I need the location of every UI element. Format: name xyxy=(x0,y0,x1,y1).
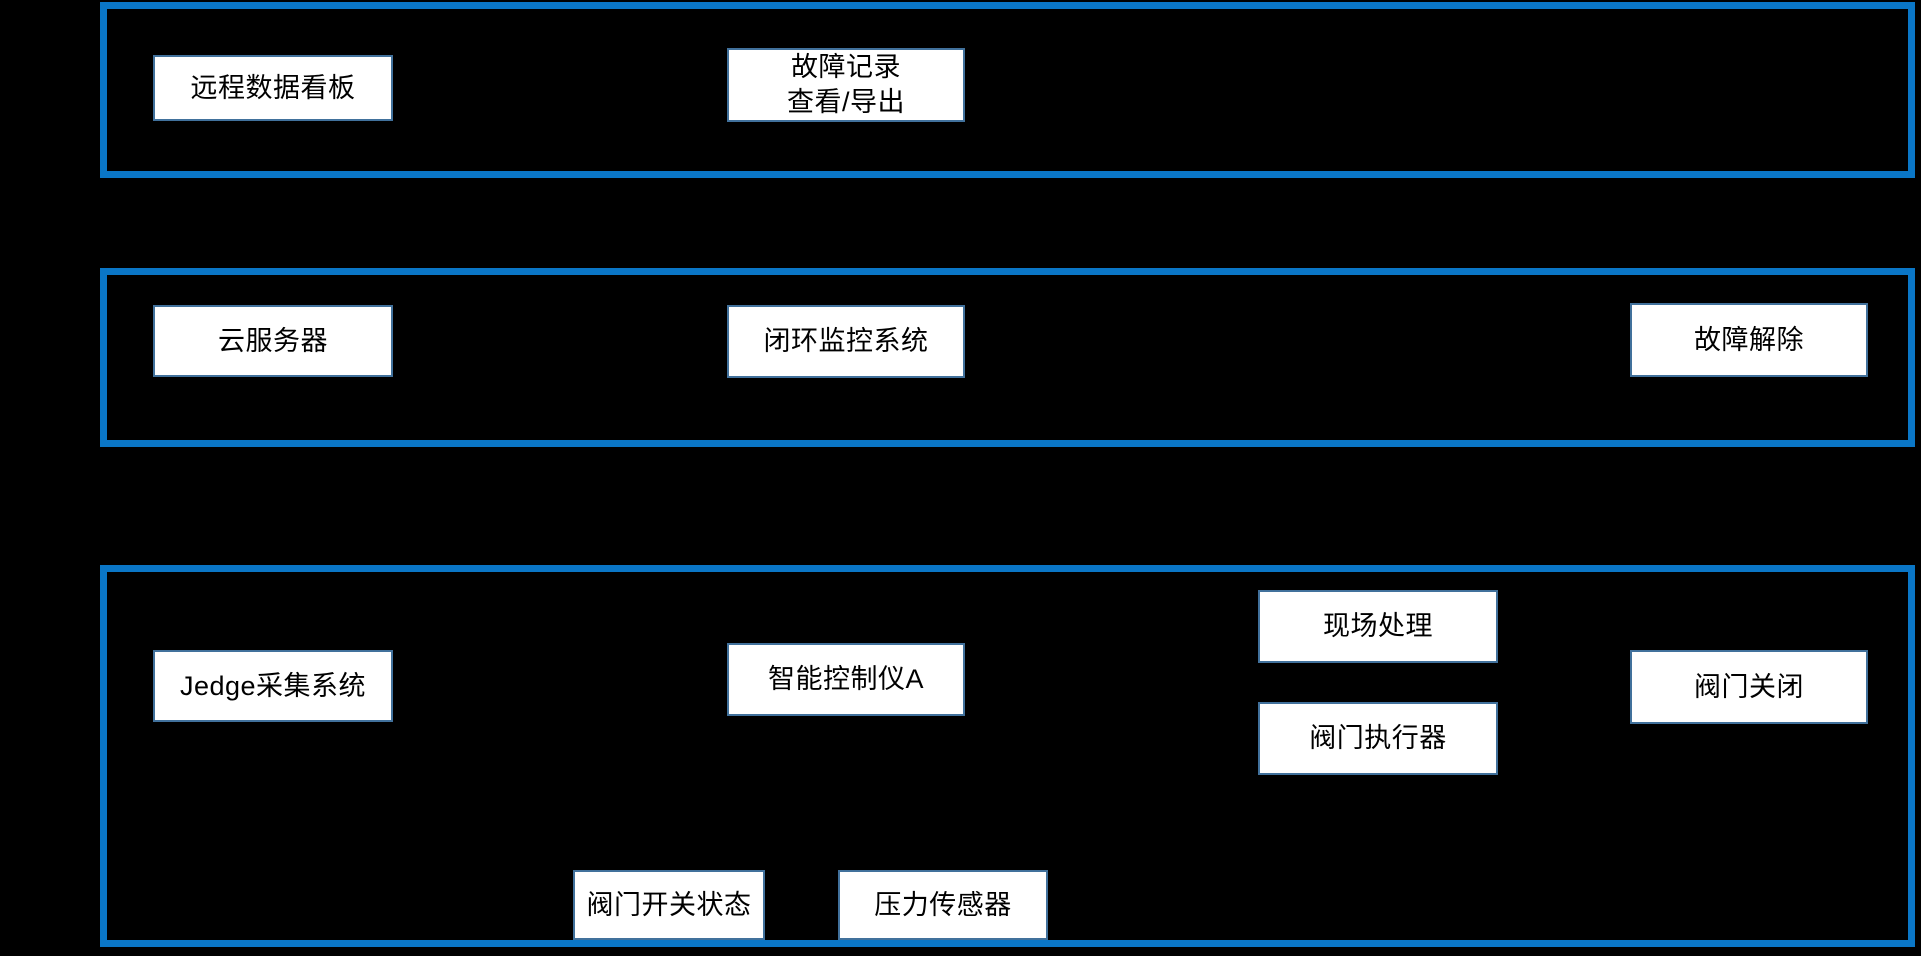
fault-cleared[interactable]: 故障解除 xyxy=(1630,303,1868,377)
cloud-server[interactable]: 云服务器 xyxy=(153,305,393,377)
valve-actuator[interactable]: 阀门执行器 xyxy=(1258,702,1498,775)
valve-closed[interactable]: 阀门关闭 xyxy=(1630,650,1868,724)
smart-controller-a[interactable]: 智能控制仪A xyxy=(727,643,965,716)
fault-record-view-export[interactable]: 故障记录 查看/导出 xyxy=(727,48,965,122)
pressure-sensor[interactable]: 压力传感器 xyxy=(838,870,1048,940)
valve-switch-status[interactable]: 阀门开关状态 xyxy=(573,870,765,940)
band-field-devices xyxy=(100,565,1915,947)
band-cloud-dashboard xyxy=(100,2,1915,178)
closed-loop-monitoring-system[interactable]: 闭环监控系统 xyxy=(727,305,965,378)
on-site-handling[interactable]: 现场处理 xyxy=(1258,590,1498,663)
band-monitoring xyxy=(100,268,1915,447)
jedge-acquisition-system[interactable]: Jedge采集系统 xyxy=(153,650,393,722)
remote-data-dashboard[interactable]: 远程数据看板 xyxy=(153,55,393,121)
